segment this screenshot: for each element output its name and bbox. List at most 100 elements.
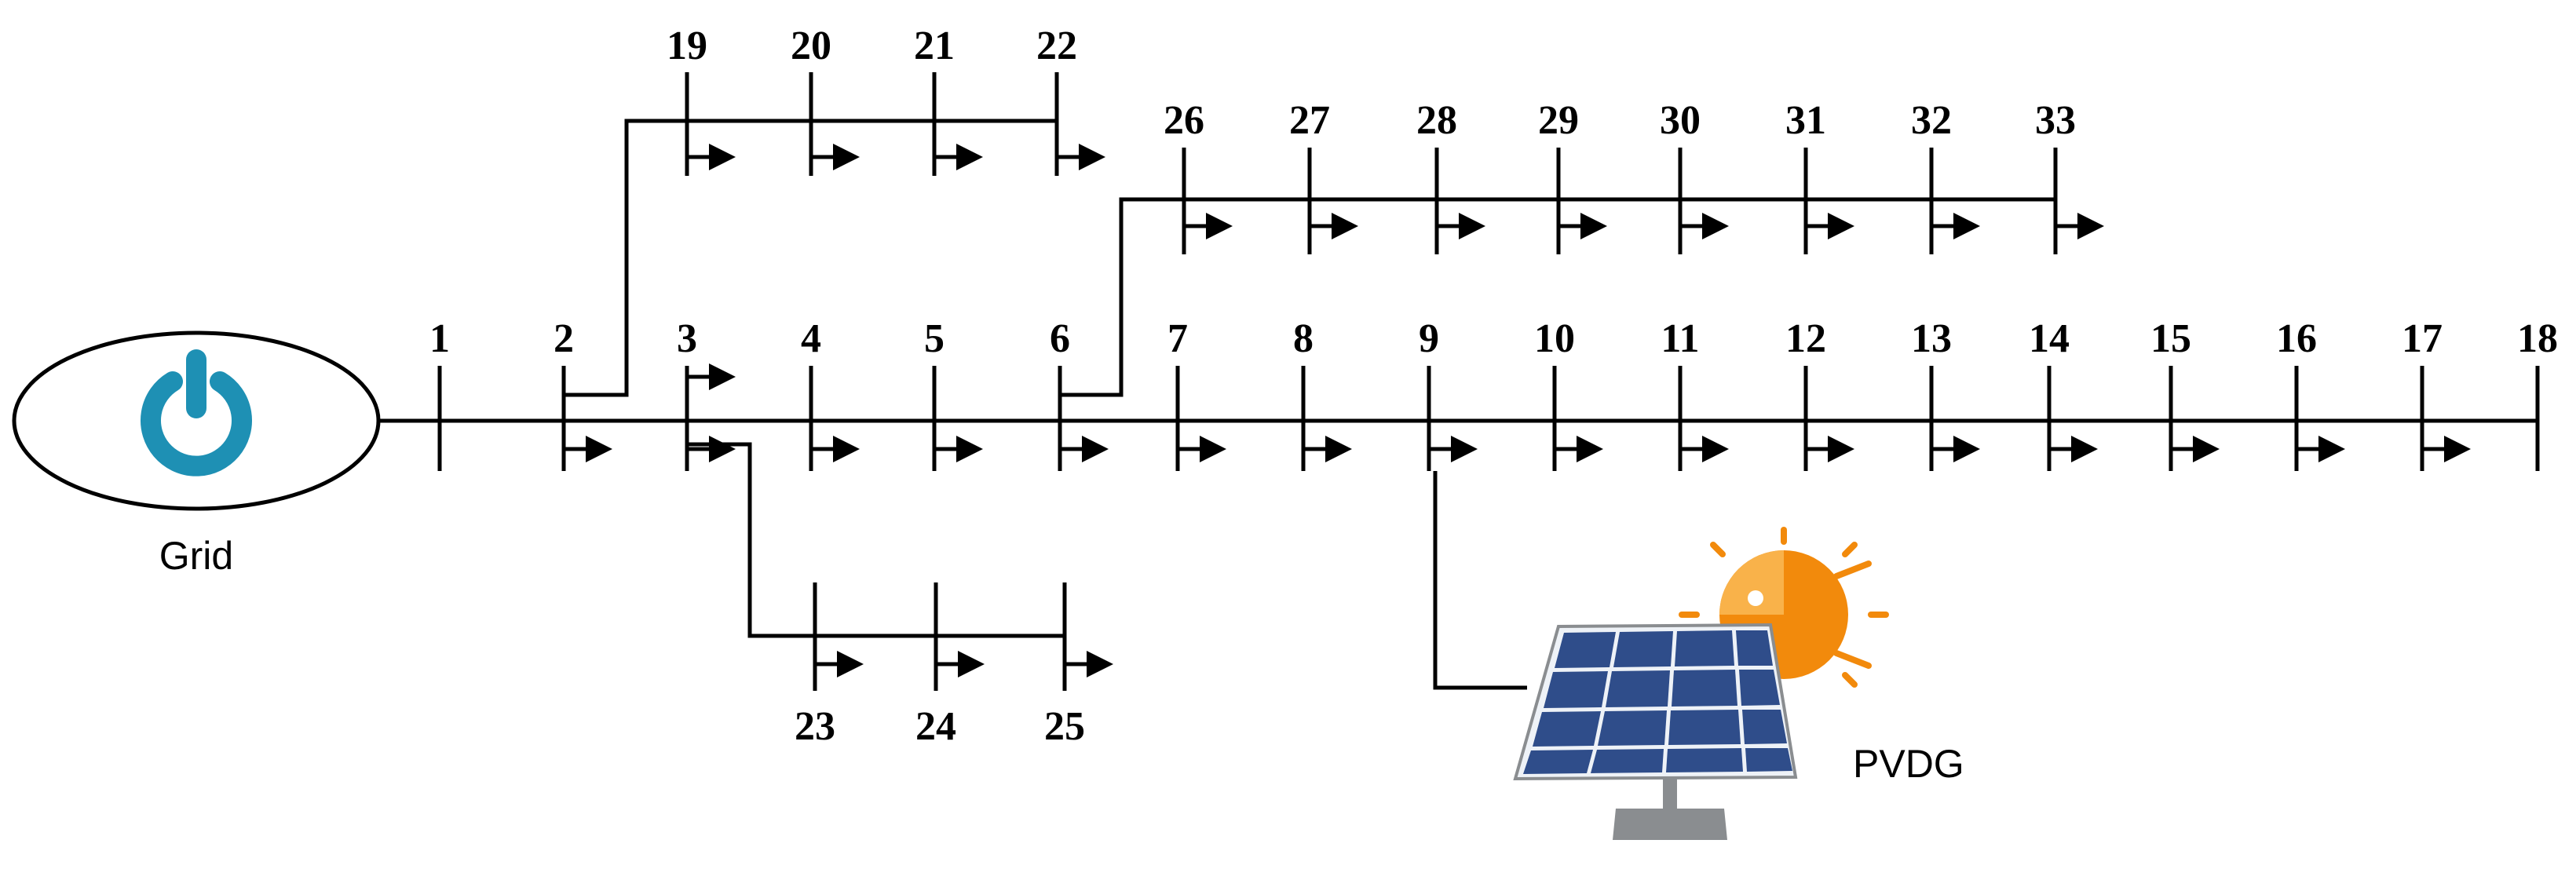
bus-number: 8 xyxy=(1293,316,1314,361)
bus-number: 25 xyxy=(1044,704,1085,749)
load-arrow-17 xyxy=(2422,436,2471,462)
bus-19: 19 xyxy=(667,24,707,176)
bus-number: 16 xyxy=(2276,316,2317,361)
bus-12: 12 xyxy=(1785,316,1826,471)
bus-16: 16 xyxy=(2276,316,2317,471)
bus-number: 30 xyxy=(1660,98,1701,143)
bus-20: 20 xyxy=(791,24,831,176)
bus-1: 1 xyxy=(429,316,450,471)
connector-6-26 xyxy=(1060,197,2055,397)
bus-number: 23 xyxy=(795,704,835,749)
bus-number: 32 xyxy=(1911,98,1952,143)
bus-number: 28 xyxy=(1416,98,1457,143)
bus-9: 9 xyxy=(1419,316,1439,471)
load-arrow-5 xyxy=(934,436,983,462)
pv-label: PVDG xyxy=(1853,742,1964,786)
bus-number: 6 xyxy=(1050,316,1070,361)
bus-number: 9 xyxy=(1419,316,1439,361)
bus-number: 4 xyxy=(801,316,821,361)
load-arrow-25 xyxy=(1065,651,1113,677)
load-arrow-9 xyxy=(1429,436,1478,462)
bus-33: 33 xyxy=(2035,98,2076,254)
load-arrow-6 xyxy=(1060,436,1109,462)
bus-number: 10 xyxy=(1534,316,1575,361)
load-arrow-20 xyxy=(811,144,860,170)
solar-panel-icon xyxy=(1513,623,1798,840)
bus-22: 22 xyxy=(1036,24,1077,176)
bus-11: 11 xyxy=(1661,316,1700,471)
sun-icon xyxy=(1679,527,1889,688)
load-arrow-3-upper xyxy=(687,363,736,390)
load-arrow-8 xyxy=(1303,436,1352,462)
bus-number: 31 xyxy=(1785,98,1826,143)
load-arrow-33 xyxy=(2055,213,2104,239)
bus-number: 3 xyxy=(677,316,697,361)
bus-6: 6 xyxy=(1050,316,1070,471)
bus-number: 11 xyxy=(1661,316,1699,361)
bus-10: 10 xyxy=(1534,316,1575,471)
bus-8: 8 xyxy=(1293,316,1314,471)
pv-generator: PVDG xyxy=(1513,527,1964,840)
bus-number: 18 xyxy=(2517,316,2558,361)
load-arrow-27 xyxy=(1310,213,1358,239)
bus-2: 2 xyxy=(554,316,574,471)
grid-label: Grid xyxy=(159,534,233,578)
bus-25: 25 xyxy=(1044,582,1085,749)
bus-23: 23 xyxy=(795,582,835,749)
load-arrow-22 xyxy=(1057,144,1105,170)
bus-14: 14 xyxy=(2029,316,2070,471)
connector-9-pv xyxy=(1433,471,1527,690)
bus-29: 29 xyxy=(1538,98,1579,254)
bus-18: 18 xyxy=(2517,316,2558,471)
bus-number: 21 xyxy=(914,24,955,68)
bus-number: 19 xyxy=(667,24,707,68)
bus-28: 28 xyxy=(1416,98,1457,254)
load-arrow-29 xyxy=(1558,213,1607,239)
connectors xyxy=(378,119,2538,690)
bus-13: 13 xyxy=(1911,316,1952,471)
load-arrow-10 xyxy=(1555,436,1603,462)
load-arrow-19 xyxy=(687,144,736,170)
bus-number: 22 xyxy=(1036,24,1077,68)
grid-source: Grid xyxy=(12,330,381,578)
connector-2-19 xyxy=(564,119,1057,397)
bus-number: 17 xyxy=(2402,316,2443,361)
bus-number: 15 xyxy=(2150,316,2191,361)
bus-21: 21 xyxy=(914,24,955,176)
bus-number: 5 xyxy=(924,316,945,361)
bus-number: 14 xyxy=(2029,316,2070,361)
load-arrow-7 xyxy=(1178,436,1226,462)
bus-number: 24 xyxy=(915,704,956,749)
bus-26: 26 xyxy=(1164,98,1204,254)
bus-number: 29 xyxy=(1538,98,1579,143)
load-arrow-26 xyxy=(1184,213,1233,239)
load-arrow-2 xyxy=(564,436,612,462)
power-icon xyxy=(141,349,252,477)
bus-15: 15 xyxy=(2150,316,2191,471)
bus-number: 33 xyxy=(2035,98,2076,143)
load-arrow-15 xyxy=(2171,436,2220,462)
bus-7: 7 xyxy=(1167,316,1188,471)
load-arrow-11 xyxy=(1680,436,1729,462)
load-arrow-32 xyxy=(1931,213,1980,239)
bus-number: 12 xyxy=(1785,316,1826,361)
load-arrow-30 xyxy=(1680,213,1729,239)
load-arrow-13 xyxy=(1931,436,1980,462)
load-arrow-28 xyxy=(1437,213,1485,239)
bus-17: 17 xyxy=(2402,316,2443,471)
load-arrow-21 xyxy=(934,144,983,170)
bus-24: 24 xyxy=(915,582,956,749)
bus-4: 4 xyxy=(801,316,821,471)
load-arrow-12 xyxy=(1806,436,1854,462)
bus-5: 5 xyxy=(924,316,945,471)
load-arrow-16 xyxy=(2296,436,2345,462)
load-arrow-4 xyxy=(811,436,860,462)
connector-3-23 xyxy=(687,442,1065,638)
bus-31: 31 xyxy=(1785,98,1826,254)
load-arrow-24 xyxy=(936,651,985,677)
bus-number: 13 xyxy=(1911,316,1952,361)
bus-32: 32 xyxy=(1911,98,1952,254)
load-arrow-14 xyxy=(2049,436,2098,462)
